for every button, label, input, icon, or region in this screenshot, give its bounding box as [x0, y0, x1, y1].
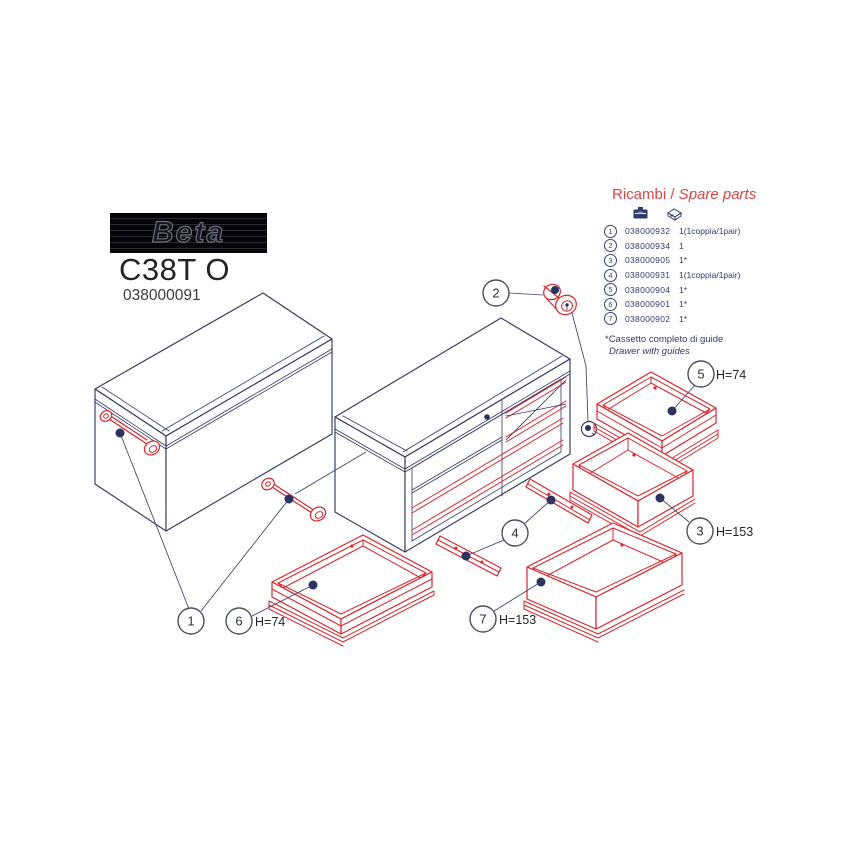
height-label-5: H=74 — [716, 368, 746, 382]
height-label-3: H=153 — [716, 525, 753, 539]
callout-5: 5 — [687, 360, 715, 388]
part-number-badge: 6 — [604, 297, 617, 311]
callout-6: 6 — [225, 607, 253, 635]
model-code: 038000091 — [123, 287, 201, 304]
heading-english: Spare parts — [674, 186, 757, 203]
open-chest-drawing — [334, 317, 598, 553]
part-code: 038000902 — [625, 313, 671, 324]
callout-3: 3 — [686, 517, 714, 545]
callout-4: 4 — [501, 519, 529, 547]
part-qty: 1* — [679, 299, 688, 310]
part-code: 038000904 — [625, 284, 671, 295]
part-number-badge: 1 — [604, 224, 617, 238]
part-number-badge: 2 — [604, 239, 617, 253]
heading-italian: Ricambi / — [612, 186, 675, 203]
drawer-slide-lines — [411, 417, 564, 536]
footnote-italian: *Cassetto completo di guide — [605, 334, 724, 346]
part-row: 6 038000901 1* — [600, 297, 848, 312]
part-code: 038000932 — [625, 226, 671, 237]
height-label-6: H=74 — [255, 615, 285, 629]
callout-2: 2 — [482, 279, 510, 307]
part-qty: 1(1coppia/1pair) — [679, 226, 741, 237]
part-code: 038000905 — [625, 255, 671, 266]
part-row: 5 038000904 1* — [600, 282, 848, 297]
keyhole-dot — [484, 414, 490, 420]
drawer-icon — [667, 208, 682, 221]
toolchest-icon — [633, 207, 648, 219]
handle-part-loose — [261, 477, 327, 522]
beta-logo-text: Beta — [151, 215, 226, 249]
leader-lines — [119, 292, 696, 617]
part-qty: 1* — [679, 284, 688, 295]
part-qty: 1 — [679, 240, 684, 251]
parts-rows: 1 038000932 1(1coppia/1pair) 2 038000934… — [600, 224, 848, 326]
parts-column-icons — [600, 205, 848, 222]
drawer-part-6 — [268, 534, 435, 647]
callout-7: 7 — [469, 605, 497, 633]
drawer-part-3 — [569, 432, 696, 541]
callout-1: 1 — [177, 607, 205, 635]
part-row: 2 038000934 1 — [600, 239, 848, 254]
drawer-slide-lines — [505, 376, 567, 443]
callout-number: 2 — [492, 286, 499, 301]
slide-rail-lower — [435, 535, 502, 577]
part-row: 4 038000931 1(1coppia/1pair) — [600, 268, 848, 283]
callout-number: 4 — [511, 526, 518, 541]
parts-footnote: *Cassetto completo di guide Drawer with … — [605, 334, 848, 357]
callout-number: 7 — [479, 612, 486, 627]
part-qty: 1* — [679, 255, 688, 266]
part-number-badge: 4 — [604, 268, 617, 282]
model-title: C38T O — [119, 252, 230, 287]
part-row: 7 038000902 1* — [600, 312, 848, 327]
part-number-badge: 5 — [604, 283, 617, 297]
callout-number: 5 — [697, 367, 704, 382]
part-number-badge: 7 — [604, 312, 617, 326]
footnote-english: Drawer with guides — [609, 345, 690, 357]
beta-logo: Beta — [110, 213, 267, 253]
part-row: 3 038000905 1* — [600, 253, 848, 268]
drawer-part-7 — [523, 522, 685, 643]
part-number-badge: 3 — [604, 253, 617, 267]
callout-number: 6 — [235, 614, 242, 629]
height-label-7: H=153 — [499, 613, 536, 627]
part-qty: 1* — [679, 313, 688, 324]
callout-number: 1 — [187, 614, 194, 629]
lock-cylinder-part — [543, 283, 577, 316]
closed-chest-drawing — [94, 292, 333, 532]
keyhole-dot — [565, 303, 569, 307]
part-code: 038000931 — [625, 270, 671, 281]
spare-parts-panel: Ricambi / Spare parts 1 038000932 1(1cop… — [600, 186, 848, 357]
part-row: 1 038000932 1(1coppia/1pair) — [600, 224, 848, 239]
part-qty: 1(1coppia/1pair) — [679, 270, 741, 281]
part-code: 038000934 — [625, 240, 671, 251]
part-code: 038000901 — [625, 299, 671, 310]
lock-receiver — [580, 420, 598, 438]
spare-parts-heading: Ricambi / Spare parts — [612, 186, 848, 203]
callout-number: 3 — [696, 524, 703, 539]
leader-dot — [551, 286, 559, 294]
